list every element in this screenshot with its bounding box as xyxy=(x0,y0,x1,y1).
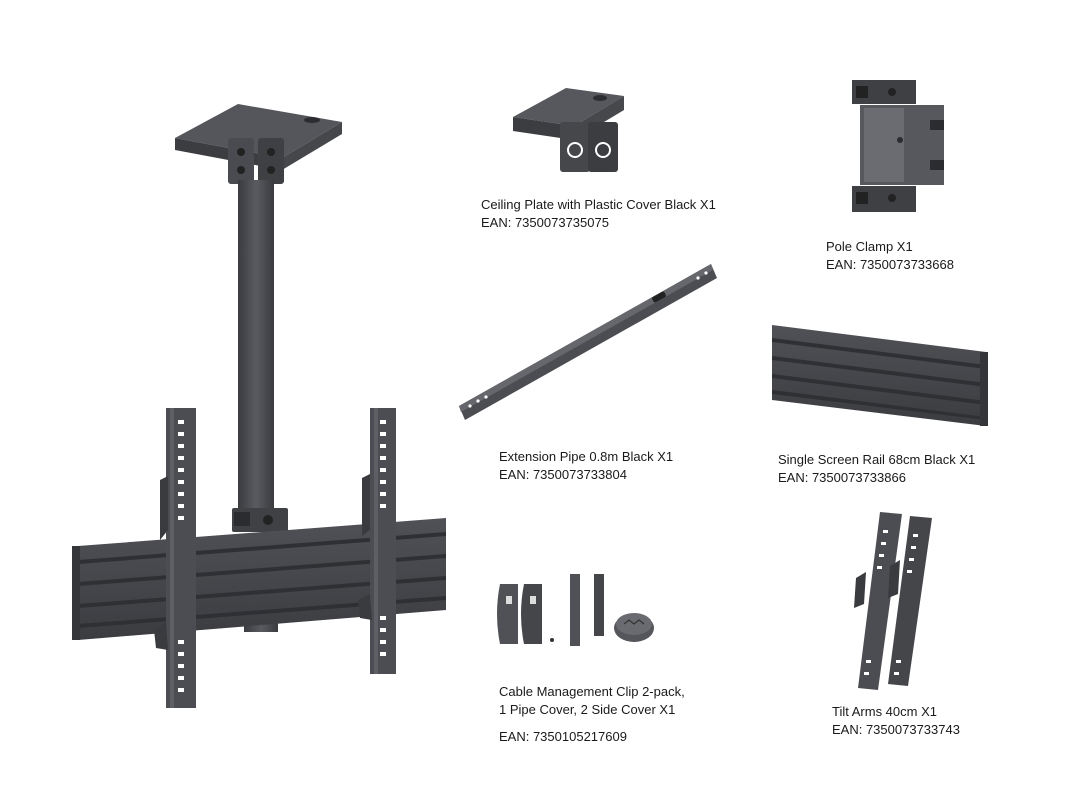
ceiling-plate-title: Ceiling Plate with Plastic Cover Black X… xyxy=(481,197,716,212)
pole-clamp-label: Pole Clamp X1 EAN: 7350073733668 xyxy=(826,238,954,274)
extension-pipe-title: Extension Pipe 0.8m Black X1 xyxy=(499,449,674,464)
ceiling-plate-label: Ceiling Plate with Plastic Cover Black X… xyxy=(481,196,716,232)
tilt-arms-ean: EAN: 7350073733743 xyxy=(832,722,960,737)
screen-rail-ean: EAN: 7350073733866 xyxy=(778,470,906,485)
ceiling-plate-illustration xyxy=(513,88,624,172)
pole-clamp-title: Pole Clamp X1 xyxy=(826,239,913,254)
extension-pipe-ean: EAN: 7350073733804 xyxy=(499,467,627,482)
cable-clip-ean: EAN: 7350105217609 xyxy=(499,729,627,744)
pole-clamp-ean: EAN: 7350073733668 xyxy=(826,257,954,272)
cable-clip-title-line2: 1 Pipe Cover, 2 Side Cover X1 xyxy=(499,702,676,717)
cable-management-illustration xyxy=(497,574,654,646)
ceiling-plate-ean: EAN: 7350073735075 xyxy=(481,215,609,230)
tilt-arms-label: Tilt Arms 40cm X1 EAN: 7350073733743 xyxy=(832,703,960,739)
cable-clip-title-line1: Cable Management Clip 2-pack, xyxy=(499,684,685,699)
screen-rail-illustration xyxy=(772,325,988,426)
tilt-arms-title: Tilt Arms 40cm X1 xyxy=(832,704,937,719)
extension-pipe-illustration xyxy=(459,264,717,420)
pole-clamp-illustration xyxy=(852,80,944,212)
cable-clip-label: Cable Management Clip 2-pack, 1 Pipe Cov… xyxy=(499,683,685,746)
screen-rail-label: Single Screen Rail 68cm Black X1 EAN: 73… xyxy=(778,451,975,487)
screen-rail-title: Single Screen Rail 68cm Black X1 xyxy=(778,452,976,467)
tilt-arms-illustration xyxy=(854,512,932,690)
assembled-mount-illustration xyxy=(72,104,446,708)
extension-pipe-label: Extension Pipe 0.8m Black X1 EAN: 735007… xyxy=(499,448,673,484)
